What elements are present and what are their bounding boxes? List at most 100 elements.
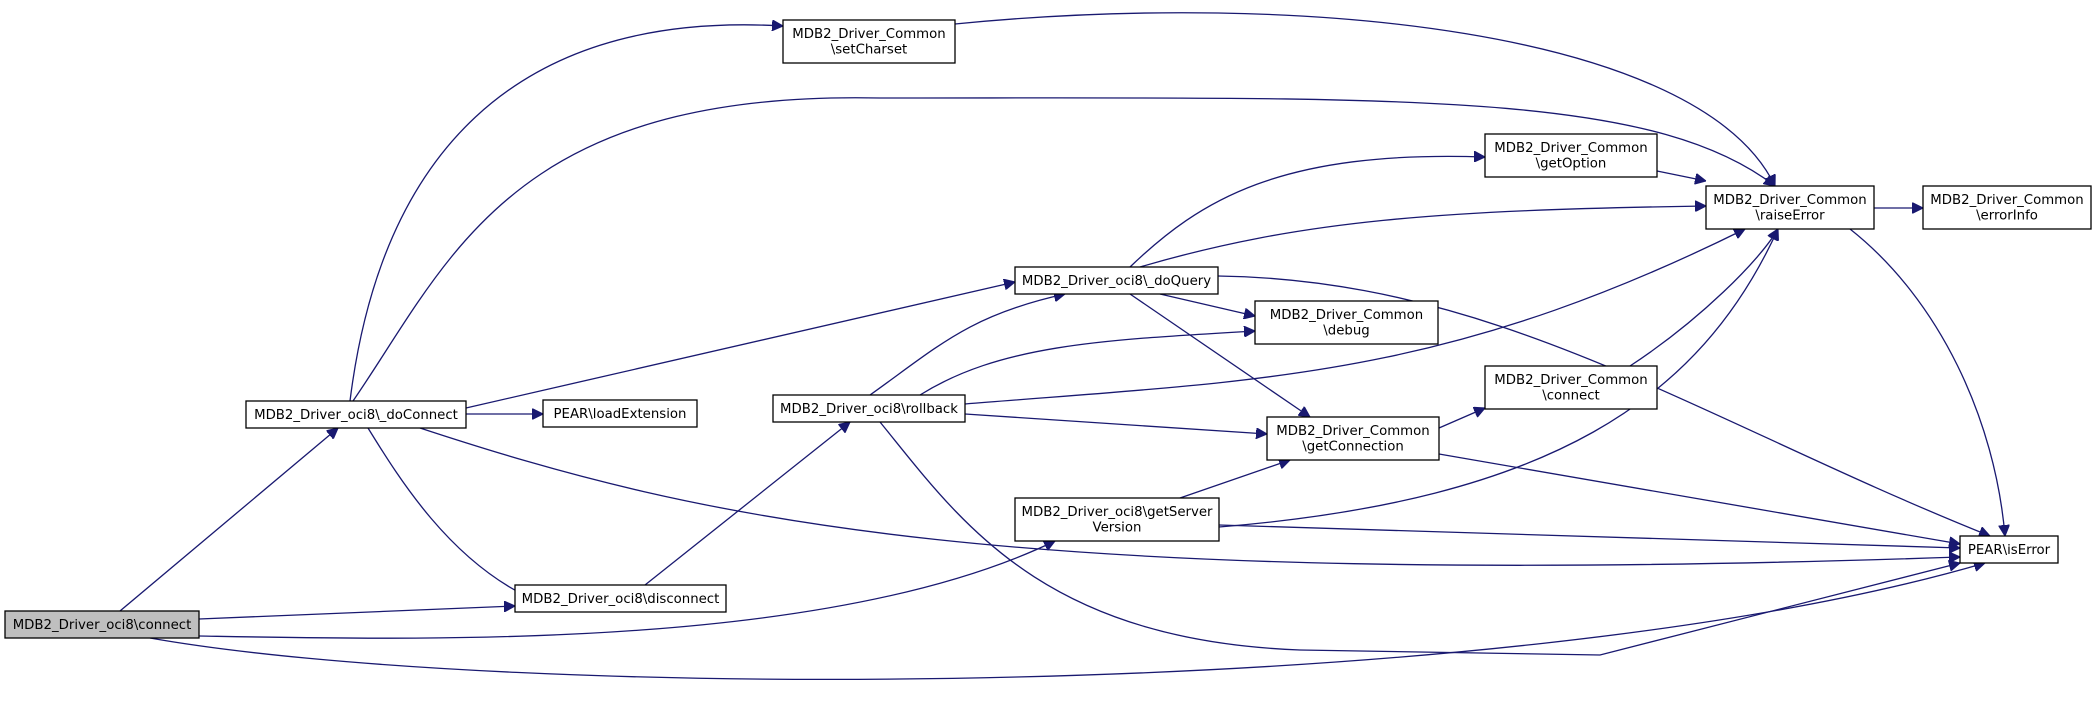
node-box (1014, 497, 1220, 542)
edge-getConnection-to-isError (1438, 453, 1960, 544)
node-isError[interactable]: PEAR\isError (1959, 535, 2059, 564)
node-label-line: \raiseError (1755, 209, 1825, 224)
node-label-line: \debug (1323, 324, 1369, 339)
edge-getServerVersion-to-isError (1218, 524, 1960, 548)
node-label-line: MDB2_Driver_oci8\_doConnect (254, 408, 458, 423)
node-label-line: MDB2_Driver_Common (1494, 141, 1647, 156)
node-label-line: MDB2_Driver_oci8\_doQuery (1022, 274, 1211, 289)
edge-line (1218, 229, 1778, 528)
node-label-line: MDB2_Driver_Common (1713, 193, 1866, 208)
edge-line (1139, 206, 1706, 268)
node-label-line: MDB2_Driver_oci8\getServer (1021, 505, 1213, 520)
edge-doConnect-to-setCharset (349, 25, 783, 402)
node-box (782, 19, 956, 64)
node-label-line: PEAR\loadExtension (554, 407, 687, 422)
node-loadExtension[interactable]: PEAR\loadExtension (542, 399, 698, 428)
node-getOption[interactable]: MDB2_Driver_Common\getOption (1484, 133, 1658, 178)
node-box (1705, 185, 1875, 230)
node-label-line: MDB2_Driver_Common (1494, 373, 1647, 388)
edge-doQuery-to-debug (1159, 293, 1255, 316)
node-label-line: PEAR\isError (1968, 543, 2051, 558)
edge-getConnection-to-commonConnect (1438, 408, 1485, 429)
node-box (1014, 266, 1219, 295)
edge-connect-to-isError (149, 563, 1985, 680)
edge-line (419, 427, 1960, 566)
edge-line (1179, 460, 1290, 499)
node-doQuery[interactable]: MDB2_Driver_oci8\_doQuery (1014, 266, 1219, 295)
edge-line (1218, 524, 1960, 548)
node-box (772, 394, 966, 423)
node-box (4, 610, 200, 639)
edge-line (1159, 293, 1255, 316)
edge-setCharset-to-raiseError (954, 12, 1775, 186)
edge-line (1849, 228, 2005, 536)
edge-doQuery-to-getConnection (1129, 293, 1310, 417)
node-commonConnect[interactable]: MDB2_Driver_Common\connect (1484, 365, 1658, 410)
node-setCharset[interactable]: MDB2_Driver_Common\setCharset (782, 19, 956, 64)
edge-rollback-to-raiseError (964, 229, 1745, 405)
edge-line (1656, 170, 1706, 181)
edge-line (919, 331, 1255, 396)
edge-doConnect-to-raiseError (352, 97, 1775, 402)
node-doConnect[interactable]: MDB2_Driver_oci8\_doConnect (245, 400, 467, 429)
edge-line (1438, 408, 1485, 429)
edge-line (352, 97, 1775, 402)
edge-line (198, 606, 515, 620)
node-label-line: \setCharset (831, 43, 907, 58)
node-box (1254, 300, 1439, 345)
edge-line (879, 421, 1960, 656)
edge-line (1129, 293, 1310, 417)
node-box (1266, 416, 1440, 461)
node-label-line: \getConnection (1302, 440, 1404, 455)
edge-doConnect-to-doQuery (465, 282, 1015, 409)
edge-getServerVersion-to-raiseError (1218, 229, 1778, 528)
node-label-line: \errorInfo (1976, 209, 2038, 224)
node-raiseError[interactable]: MDB2_Driver_Common\raiseError (1705, 185, 1875, 230)
node-debug[interactable]: MDB2_Driver_Common\debug (1254, 300, 1439, 345)
node-getConnection[interactable]: MDB2_Driver_Common\getConnection (1266, 416, 1440, 461)
node-rollback[interactable]: MDB2_Driver_oci8\rollback (772, 394, 966, 423)
node-box (245, 400, 467, 429)
edge-line (367, 427, 530, 598)
node-errorInfo[interactable]: MDB2_Driver_Common\errorInfo (1922, 185, 2092, 230)
edge-rollback-to-getConnection (964, 413, 1267, 434)
edge-doConnect-to-disconnect (367, 427, 530, 598)
node-box (1922, 185, 2092, 230)
edge-line (1129, 156, 1485, 268)
edge-line (1629, 229, 1778, 367)
edge-doQuery-to-raiseError (1139, 206, 1706, 268)
edge-line (465, 282, 1015, 409)
edge-line (1438, 453, 1960, 544)
edge-line (349, 25, 783, 402)
node-label-line: \getOption (1536, 157, 1607, 172)
node-label-line: MDB2_Driver_Common (1276, 424, 1429, 439)
nodes-layer: MDB2_Driver_oci8\connect MDB2_Driver_oci8… (4, 19, 2092, 639)
node-label-line: Version (1093, 521, 1142, 536)
node-label-line: MDB2_Driver_oci8\connect (13, 618, 192, 633)
node-disconnect[interactable]: MDB2_Driver_oci8\disconnect (514, 584, 727, 613)
edge-line (119, 428, 338, 612)
edge-commonConnect-to-raiseError (1629, 229, 1778, 367)
node-label-line: MDB2_Driver_Common (1270, 308, 1423, 323)
edge-line (198, 541, 1055, 639)
edge-disconnect-to-rollback (644, 422, 850, 586)
edge-line (869, 294, 1065, 396)
node-label-line: MDB2_Driver_oci8\rollback (780, 402, 958, 417)
edge-rollback-to-debug (919, 331, 1255, 396)
edges-layer (119, 12, 2005, 680)
node-label-line: MDB2_Driver_Common (792, 27, 945, 42)
edge-rollback-to-isError (879, 421, 1960, 656)
edge-line (964, 413, 1267, 434)
edge-connect-to-disconnect (198, 606, 515, 620)
edge-line (954, 12, 1775, 186)
edge-rollback-to-doQuery (869, 294, 1065, 396)
node-box (1959, 535, 2059, 564)
edge-connect-to-doConnect (119, 428, 338, 612)
node-connect: MDB2_Driver_oci8\connect (4, 610, 200, 639)
edge-doConnect-to-isError (419, 427, 1960, 566)
node-box (542, 399, 698, 428)
edge-line (964, 229, 1745, 405)
node-label-line: \connect (1542, 389, 1600, 404)
